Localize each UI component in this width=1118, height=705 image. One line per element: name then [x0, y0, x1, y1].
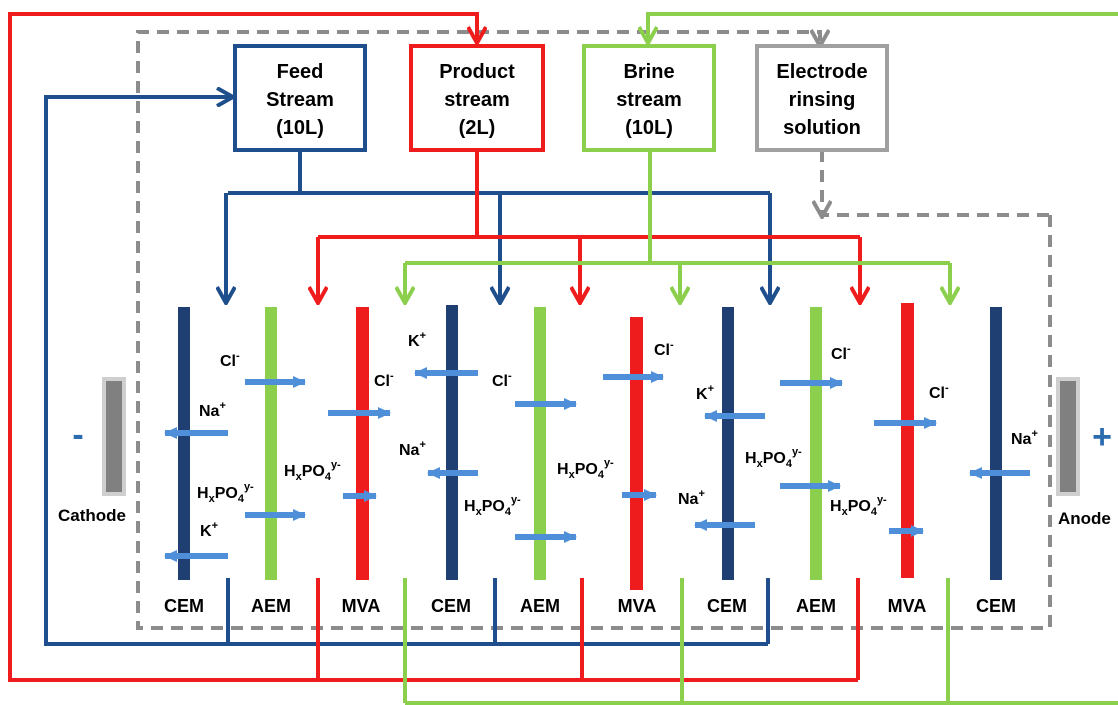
ion-label-na: Na+ — [678, 488, 705, 508]
brine-box-line-3: (10L) — [625, 117, 673, 139]
product-box-line-2: stream — [444, 89, 510, 111]
product-loop — [8, 12, 860, 682]
ion-label-na: Na+ — [399, 439, 426, 459]
ion-label-hxpo4: HxPO4y- — [464, 494, 521, 518]
anode: + Anode — [1056, 377, 1112, 528]
ion-label-na: Na+ — [199, 400, 226, 420]
membrane-label: AEM — [251, 596, 291, 616]
ion-label-cl: Cl- — [492, 370, 512, 390]
ion-label-cl: Cl- — [374, 370, 394, 390]
cathode: - Cathode — [58, 377, 126, 525]
brine-box-line-1: Brine — [623, 61, 674, 83]
ion-label-hxpo4: HxPO4y- — [745, 446, 802, 470]
rinse-box-line-1: Electrode — [776, 61, 867, 83]
ion-label-cl: Cl- — [220, 350, 240, 370]
ion-label-k: K+ — [200, 520, 218, 540]
cathode-label: Cathode — [58, 506, 126, 525]
anode-label: Anode — [1058, 509, 1111, 528]
ion-label-k: K+ — [408, 330, 426, 350]
membrane-mva-2 — [630, 317, 643, 590]
membrane-label: MVA — [618, 596, 657, 616]
brine-loop — [405, 12, 1118, 705]
membrane-aem-3 — [810, 307, 822, 580]
cathode-sign: - — [72, 416, 83, 454]
membrane-label: CEM — [976, 596, 1016, 616]
feed-box-line-2: Stream — [266, 89, 334, 111]
rinse-box-line-2: rinsing — [789, 89, 856, 111]
feed-box-line-1: Feed — [277, 61, 324, 83]
product-stream-box: Product stream (2L) — [409, 44, 545, 152]
membrane-aem-2 — [534, 307, 546, 580]
ion-label-na: Na+ — [1011, 428, 1038, 448]
ion-labels: Cl- Cl- Cl- Cl- Cl- Cl- Na+ Na+ Na+ Na+ … — [197, 330, 1038, 540]
feed-stream-box: Feed Stream (10L) — [233, 44, 367, 152]
ion-label-hxpo4: HxPO4y- — [284, 459, 341, 483]
membranes — [178, 303, 1002, 590]
rinse-box-line-3: solution — [783, 117, 861, 139]
membrane-label: AEM — [520, 596, 560, 616]
membrane-mva-3 — [901, 303, 914, 578]
membrane-label: CEM — [707, 596, 747, 616]
ion-label-hxpo4: HxPO4y- — [557, 457, 614, 481]
product-box-line-1: Product — [439, 61, 515, 83]
membrane-label: CEM — [164, 596, 204, 616]
ion-label-hxpo4: HxPO4y- — [830, 494, 887, 518]
feed-loop — [44, 97, 770, 646]
ion-label-cl: Cl- — [929, 382, 949, 402]
membrane-labels: CEM AEM MVA CEM AEM MVA CEM AEM MVA CEM — [164, 596, 1016, 616]
ion-label-cl: Cl- — [654, 339, 674, 359]
membrane-aem-1 — [265, 307, 277, 580]
feed-box-line-3: (10L) — [276, 117, 324, 139]
ion-label-cl: Cl- — [831, 343, 851, 363]
rinse-loop — [136, 32, 1052, 630]
membrane-label: AEM — [796, 596, 836, 616]
membrane-cem-1 — [178, 307, 190, 580]
anode-plate — [1056, 377, 1080, 496]
ion-label-k: K+ — [696, 383, 714, 403]
membrane-mva-1 — [356, 307, 369, 580]
membrane-cem-4 — [990, 307, 1002, 580]
brine-box-line-2: stream — [616, 89, 682, 111]
product-box-line-3: (2L) — [459, 117, 496, 139]
anode-sign: + — [1092, 418, 1112, 456]
ion-arrows — [164, 367, 1030, 562]
membrane-cem-2 — [446, 305, 458, 580]
ion-label-hxpo4: HxPO4y- — [197, 481, 254, 505]
brine-stream-box: Brine stream (10L) — [582, 44, 716, 152]
rinse-solution-box: Electrode rinsing solution — [755, 44, 889, 152]
membrane-cem-3 — [722, 307, 734, 580]
membrane-label: CEM — [431, 596, 471, 616]
membrane-label: MVA — [888, 596, 927, 616]
membrane-label: MVA — [342, 596, 381, 616]
cathode-plate — [102, 377, 126, 496]
